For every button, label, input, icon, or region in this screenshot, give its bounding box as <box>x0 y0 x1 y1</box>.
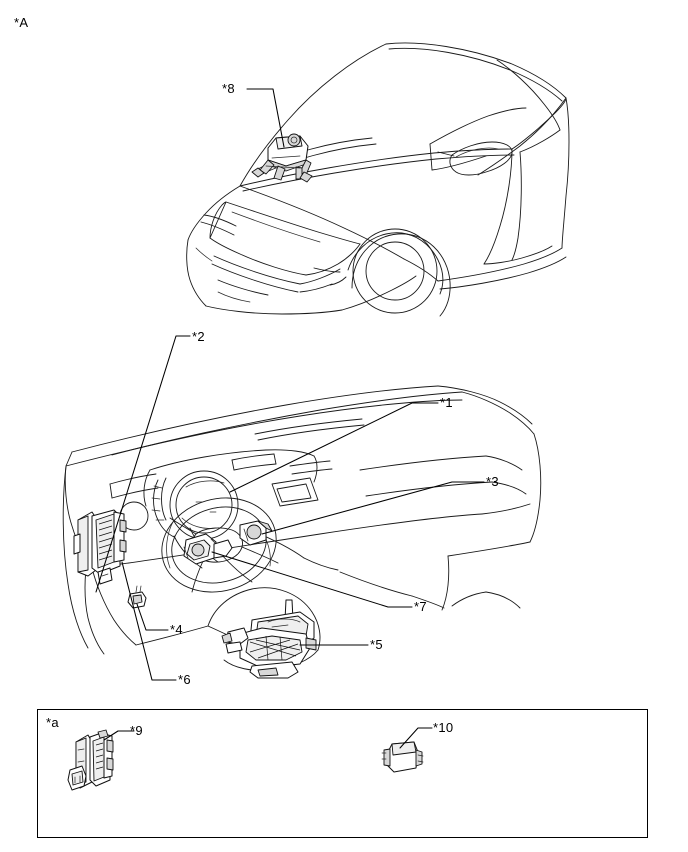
callout-label-4: *4 <box>170 622 183 637</box>
component-7-part <box>183 533 233 565</box>
callout-label-7: *7 <box>414 599 427 614</box>
leader-line-6 <box>121 561 177 681</box>
callout-label-1: *1 <box>440 395 453 410</box>
component-8-module <box>251 133 313 183</box>
leader-line-3 <box>261 481 485 535</box>
callout-label-5: *5 <box>370 637 383 652</box>
dashboard-outline <box>62 385 542 671</box>
callout-label-3: *3 <box>486 474 499 489</box>
leader-line-4 <box>136 603 169 631</box>
leader-line-7 <box>211 551 413 608</box>
inset-box-label-a: *a <box>46 715 59 730</box>
callout-label-10: *10 <box>433 720 454 735</box>
leader-line-8 <box>246 88 285 148</box>
vehicle-body-outline <box>186 42 570 317</box>
leader-line-10 <box>399 727 433 749</box>
callout-label-8: *8 <box>222 81 235 96</box>
component-2-6-ecu <box>73 509 127 585</box>
component-10-module <box>381 741 424 773</box>
leader-line-9 <box>103 730 135 741</box>
callout-label-9: *9 <box>130 723 143 738</box>
callout-label-2: *2 <box>192 329 205 344</box>
leader-line-2 <box>95 335 191 593</box>
figure-label-A: *A <box>14 15 29 30</box>
leader-line-1 <box>229 402 439 493</box>
component-5-shift-lever <box>221 599 317 679</box>
component-9-ecu-bracket <box>67 729 114 791</box>
callout-label-6: *6 <box>178 672 191 687</box>
component-3-switch <box>239 520 273 546</box>
detail-parts-box-frame <box>37 709 648 838</box>
